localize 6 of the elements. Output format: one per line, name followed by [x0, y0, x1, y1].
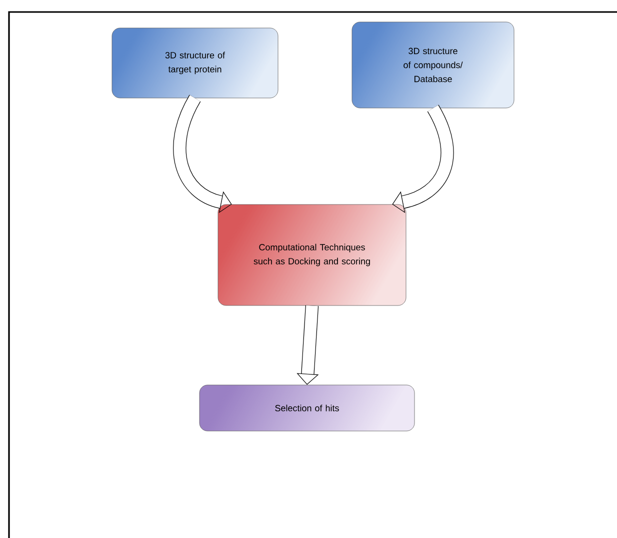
arrow	[392, 105, 454, 213]
arrow	[173, 95, 232, 213]
process-box: 3D structure of compounds/ Database	[352, 22, 514, 108]
process-box: Selection of hits	[199, 384, 415, 432]
process-box: 3D structure of target protein	[112, 28, 278, 98]
process-box: Computational Techniques such as Docking and scoring	[218, 204, 406, 306]
